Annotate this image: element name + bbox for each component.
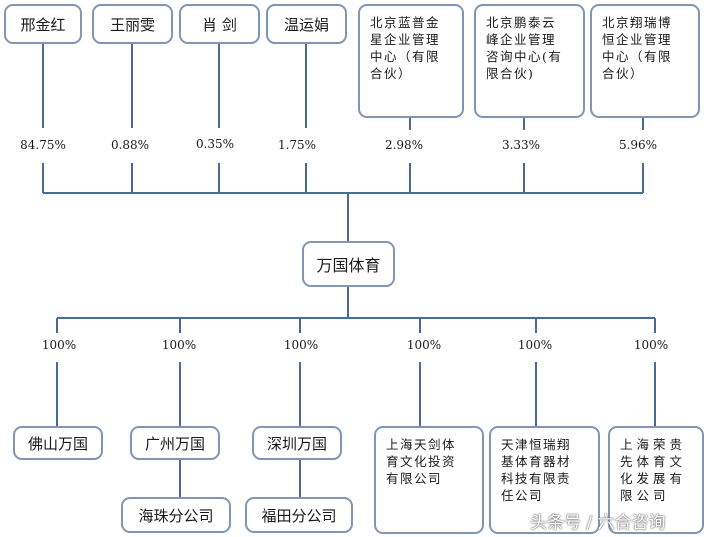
subsidiary-name: 上海天剑体 育文化投资 有限公司 <box>386 437 457 486</box>
shareholding-percent: 0.35% <box>195 137 235 151</box>
branch-box: 福田分公司 <box>245 497 353 533</box>
branch-name: 海珠分公司 <box>138 506 214 525</box>
shareholder-box: 温运娟 <box>266 4 347 44</box>
shareholder-name: 温运娟 <box>283 15 329 34</box>
subsidiary-box: 上海天剑体 育文化投资 有限公司 <box>374 426 484 534</box>
shareholder-name: 肖 剑 <box>202 15 237 34</box>
subsidiary-percent: 100% <box>283 338 319 352</box>
subsidiary-name: 天津恒瑞翔 基体育器材 科技有限责 任公司 <box>501 437 572 503</box>
shareholding-percent: 1.75% <box>277 138 317 152</box>
shareholder-name: 北京蓝普金 星企业管理 中心（有限 合伙） <box>370 15 441 81</box>
subsidiary-percent: 100% <box>406 338 442 352</box>
subsidiary-percent: 100% <box>633 338 669 352</box>
shareholding-percent: 0.88% <box>110 138 150 152</box>
subsidiary-box: 广州万国 <box>130 426 220 460</box>
shareholder-name: 北京鹏泰云 峰企业管理 咨询中心(有 限合伙) <box>486 15 563 81</box>
subsidiary-box: 天津恒瑞翔 基体育器材 科技有限责 任公司 <box>489 426 600 534</box>
branch-box: 海珠分公司 <box>121 497 231 533</box>
shareholder-box: 邢金红 <box>4 4 82 44</box>
shareholding-percent: 2.98% <box>384 138 424 152</box>
branch-name: 福田分公司 <box>261 506 337 525</box>
shareholder-name: 邢金红 <box>20 15 66 34</box>
shareholder-box: 北京翔瑞博 恒企业管理 中心（有限 合伙） <box>590 4 700 118</box>
subsidiary-box: 佛山万国 <box>13 426 103 460</box>
shareholder-box: 王丽雯 <box>92 4 173 44</box>
shareholder-box: 北京鹏泰云 峰企业管理 咨询中心(有 限合伙) <box>474 4 585 118</box>
shareholder-name: 北京翔瑞博 恒企业管理 中心（有限 合伙） <box>602 15 673 81</box>
subsidiary-name: 上海荣贵 先体育文 化发展有 限公司 <box>620 437 687 503</box>
subsidiary-name: 广州万国 <box>144 434 205 453</box>
company-box: 万国体育 <box>302 241 395 287</box>
company-name: 万国体育 <box>316 256 381 275</box>
shareholder-box: 肖 剑 <box>179 4 260 44</box>
subsidiary-percent: 100% <box>161 338 197 352</box>
shareholding-percent: 5.96% <box>618 138 658 152</box>
subsidiary-name: 佛山万国 <box>27 434 88 453</box>
shareholding-percent: 84.75% <box>20 138 66 152</box>
watermark: 头条号 / 六合咨询 <box>530 513 666 533</box>
shareholder-name: 王丽雯 <box>109 15 155 34</box>
subsidiary-name: 深圳万国 <box>266 434 327 453</box>
shareholding-percent: 3.33% <box>501 138 541 152</box>
subsidiary-box: 上海荣贵 先体育文 化发展有 限公司 <box>608 426 704 534</box>
subsidiary-percent: 100% <box>517 338 553 352</box>
subsidiary-percent: 100% <box>41 338 77 352</box>
shareholder-box: 北京蓝普金 星企业管理 中心（有限 合伙） <box>358 4 464 118</box>
subsidiary-box: 深圳万国 <box>252 426 342 460</box>
